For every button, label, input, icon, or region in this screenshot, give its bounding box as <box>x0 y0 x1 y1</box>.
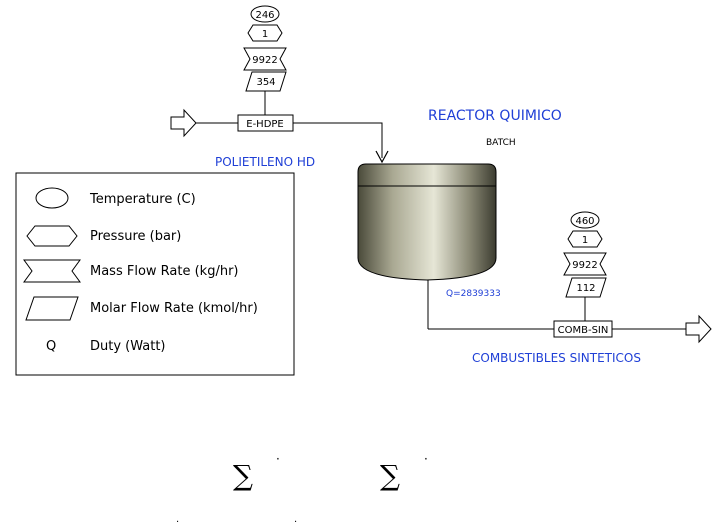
sigma-symbol-right: ∑ <box>380 459 400 492</box>
legend-box: Temperature (C) Pressure (bar) Mass Flow… <box>16 173 294 375</box>
feed-arrow-icon <box>171 110 196 136</box>
inlet-temperature: 246 <box>255 10 274 21</box>
inlet-mass-flow: 9922 <box>252 55 277 66</box>
reactor-vessel-icon <box>358 164 496 280</box>
inlet-pressure: 1 <box>262 29 268 40</box>
legend-duty: Duty (Watt) <box>90 339 166 354</box>
inlet-stream-name: E-HDPE <box>246 119 284 130</box>
sigma-dot-right: · <box>424 452 428 466</box>
outlet-temperature: 460 <box>575 216 594 227</box>
product-arrow-icon <box>686 316 711 342</box>
legend-pressure: Pressure (bar) <box>90 229 181 244</box>
legend-molar-flow: Molar Flow Rate (kmol/hr) <box>90 301 258 316</box>
inlet-line-to-reactor <box>293 123 382 158</box>
legend-pressure-icon <box>27 226 77 246</box>
outlet-mass-flow: 9922 <box>572 260 597 271</box>
sigma-dot-left: · <box>276 452 280 466</box>
outlet-pressure: 1 <box>582 235 588 246</box>
sigma-symbol-left: ∑ <box>233 459 253 492</box>
inlet-stream[interactable]: E-HDPE 246 1 9922 354 <box>171 6 388 162</box>
legend-temperature: Temperature (C) <box>89 192 196 207</box>
inlet-molar-flow: 354 <box>256 77 275 88</box>
reactor-duty: Q=2839333 <box>446 289 501 299</box>
legend-mass-flow-icon <box>24 260 80 282</box>
outlet-molar-flow: 112 <box>576 283 595 294</box>
dot-bottom-right: . <box>294 514 297 525</box>
reactor-subtitle: BATCH <box>486 138 516 148</box>
legend-mass-flow: Mass Flow Rate (kg/hr) <box>90 264 239 279</box>
reactor-title: REACTOR QUIMICO <box>428 108 562 124</box>
legend-molar-flow-icon <box>26 297 78 320</box>
legend-temperature-icon <box>36 188 68 208</box>
inlet-caption: POLIETILENO HD <box>215 155 315 169</box>
legend-duty-symbol: Q <box>46 339 56 354</box>
outlet-caption: COMBUSTIBLES SINTETICOS <box>472 351 641 365</box>
outlet-stream-name: COMB-SIN <box>558 325 609 336</box>
reactor-vessel[interactable] <box>358 164 496 280</box>
dot-bottom-left: . <box>176 514 179 525</box>
